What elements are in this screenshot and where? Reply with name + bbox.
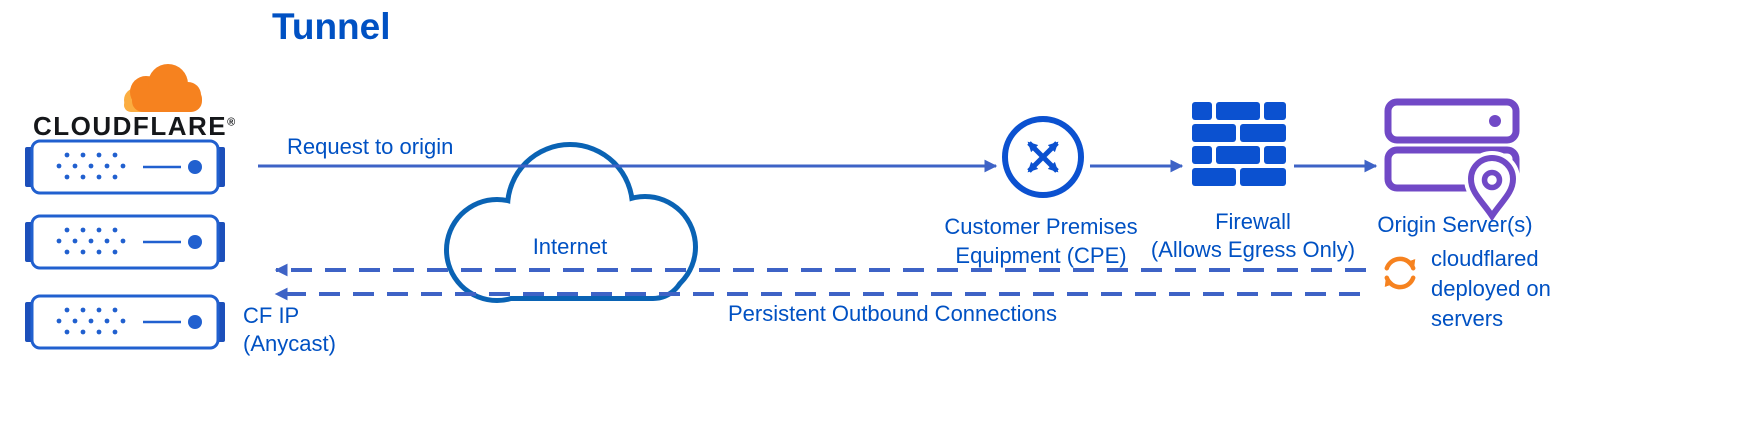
location-pin-icon [1463, 151, 1521, 229]
server-icon [23, 139, 227, 195]
cloudflare-wordmark: CLOUDFLARE® [33, 111, 235, 142]
server-icon [23, 294, 227, 350]
request-to-origin-label: Request to origin [287, 134, 454, 159]
cloudflare-server-stack [23, 139, 227, 350]
cloudflared-label-line2: deployed on [1431, 276, 1551, 301]
sync-icon [1384, 256, 1416, 290]
cpe-label-line1: Customer Premises [944, 214, 1138, 239]
cloudflare-logo-icon [124, 64, 202, 112]
internet-label: Internet [532, 234, 608, 259]
origin-server-label: Origin Server(s) [1377, 212, 1533, 237]
cf-ip-label: CF IP (Anycast) [243, 302, 336, 358]
firewall-icon [1192, 102, 1286, 186]
cloudflared-label: cloudflared deployed on servers [1431, 244, 1551, 334]
persistent-connections-label: Persistent Outbound Connections [728, 301, 1057, 326]
cpe-router-icon [1002, 116, 1084, 198]
cloudflared-label-line3: servers [1431, 306, 1504, 331]
cf-ip-label-line1: CF IP [243, 303, 300, 328]
cloudflare-brand-text: CLOUDFLARE [33, 111, 228, 141]
page-title: Tunnel [272, 6, 391, 47]
firewall-label-line1: Firewall [1215, 209, 1291, 234]
origin-server-icon [1384, 98, 1521, 229]
cf-ip-label-line2: (Anycast) [243, 331, 336, 356]
cloudflared-label-line1: cloudflared [1431, 246, 1539, 271]
firewall-label: Firewall (Allows Egress Only) [1128, 208, 1378, 264]
internet-cloud-icon [444, 142, 698, 303]
cpe-label-line2: Equipment (CPE) [955, 243, 1127, 268]
registered-mark: ® [227, 116, 236, 129]
firewall-label-line2: (Allows Egress Only) [1150, 237, 1356, 262]
cpe-label: Customer Premises Equipment (CPE) [911, 212, 1171, 270]
server-icon [23, 214, 227, 270]
